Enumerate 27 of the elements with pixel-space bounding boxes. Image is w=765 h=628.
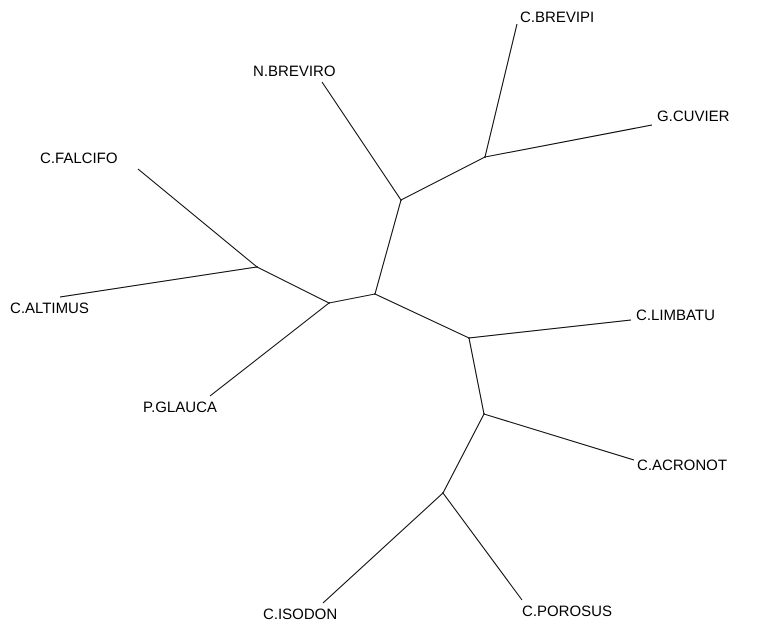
taxon-label: C.ALTIMUS	[10, 300, 89, 317]
taxon-label: C.BREVIPI	[520, 9, 594, 26]
tree-branch	[257, 266, 329, 304]
taxon-label: C.POROSUS	[522, 603, 612, 620]
tree-branch	[484, 414, 634, 460]
tree-branch	[329, 294, 375, 304]
tree-branch	[138, 168, 257, 267]
taxon-label: C.ACRONOT	[637, 457, 727, 474]
taxon-label: P.GLAUCA	[143, 399, 217, 416]
tree-branch	[484, 24, 518, 157]
tree-branch	[374, 200, 402, 294]
taxon-label: C.LIMBATU	[636, 307, 715, 324]
tree-branch	[322, 82, 401, 200]
tree-branch	[60, 266, 256, 298]
taxon-label: G.CUVIER	[657, 108, 730, 125]
taxon-label: N.BREVIRO	[253, 63, 336, 80]
tree-branch	[322, 493, 443, 604]
tree-branch	[375, 294, 469, 338]
tree-branch	[442, 414, 484, 493]
tree-branch	[485, 124, 652, 158]
tree-branch	[468, 338, 484, 414]
tree-branch	[401, 156, 485, 200]
tree-branch	[443, 493, 522, 600]
tree-branch	[470, 320, 632, 338]
tree-branch	[210, 303, 329, 396]
taxon-label: C.FALCIFO	[40, 150, 118, 167]
taxon-label: C.ISODON	[263, 606, 338, 623]
